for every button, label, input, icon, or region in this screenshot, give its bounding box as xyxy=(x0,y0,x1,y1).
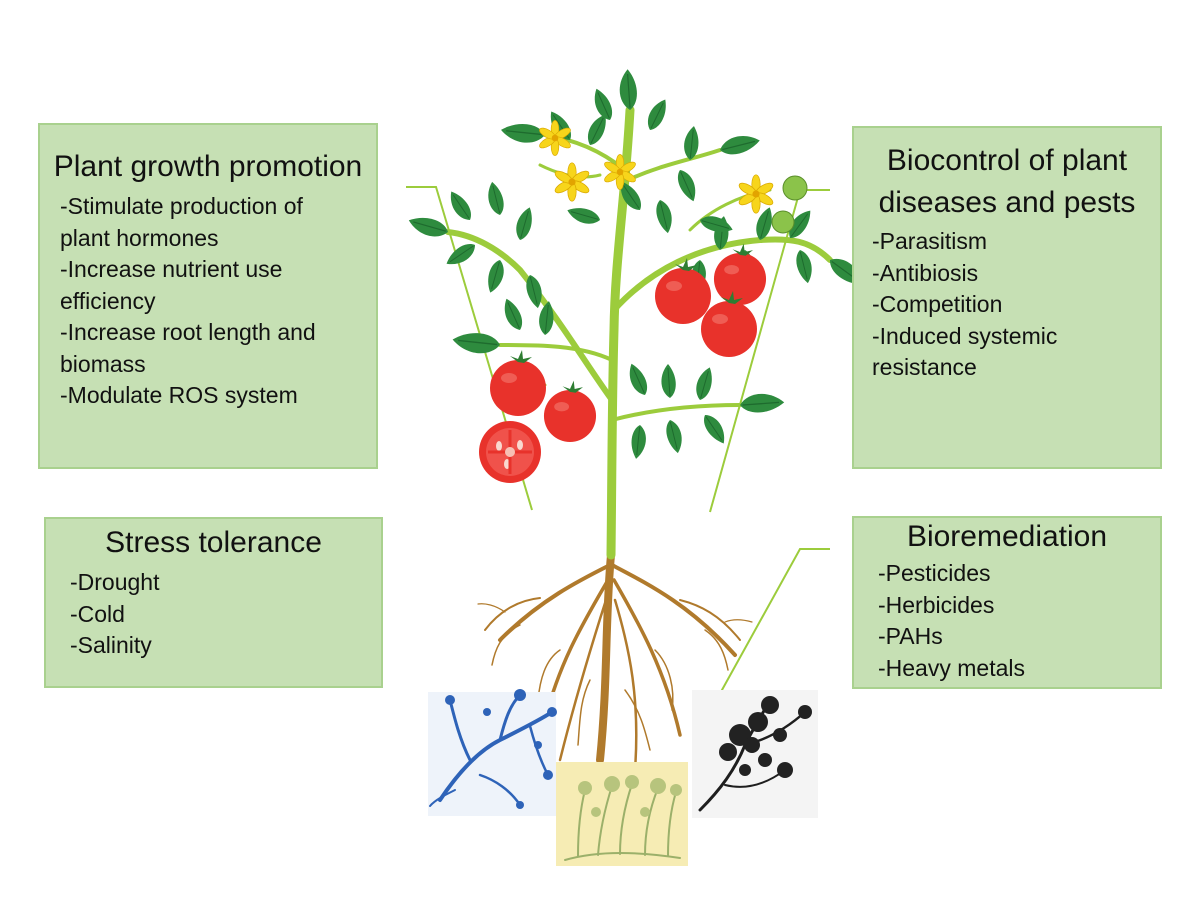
list-item: -Heavy metals xyxy=(878,654,1025,681)
list-item: -Pesticides xyxy=(878,560,991,586)
box-title: Biocontrol of plant diseases and pests xyxy=(878,144,1136,219)
list-item: plant hormones xyxy=(60,224,219,251)
box-list: -Pesticides -Herbicides -PAHs -Heavy met… xyxy=(854,556,1160,684)
list-item: -Salinity xyxy=(70,632,152,658)
list-item: -Competition xyxy=(872,291,1003,317)
bioremediation-box: Bioremediation -Pesticides -Herbicides -… xyxy=(852,516,1162,689)
box-title: Stress tolerance xyxy=(105,526,322,559)
list-item: -Drought xyxy=(70,569,160,595)
list-item: -Stimulate production of xyxy=(60,193,303,219)
stems xyxy=(445,105,833,560)
list-item: biomass xyxy=(60,350,146,377)
list-item: -Herbicides xyxy=(878,591,995,618)
box-title: Bioremediation xyxy=(906,520,1108,553)
box-list: -Stimulate production of plant hormones … xyxy=(40,189,376,412)
micrograph-yellow xyxy=(556,762,688,866)
list-item: -Parasitism xyxy=(872,228,988,254)
stress-tolerance-box: Stress tolerance -Drought -Cold -Salinit… xyxy=(44,517,383,688)
micrograph-blue xyxy=(428,689,557,816)
list-item: efficiency xyxy=(60,287,156,314)
micrograph-gray xyxy=(692,690,818,818)
leaves xyxy=(405,68,869,461)
box-list: -Drought -Cold -Salinity xyxy=(46,565,381,662)
list-item: -Increase root length and xyxy=(60,319,316,345)
list-item: resistance xyxy=(872,354,977,380)
list-item: -Modulate ROS system xyxy=(60,382,298,408)
list-item: -PAHs xyxy=(878,623,943,649)
plant-growth-promotion-box: Plant growth promotion -Stimulate produc… xyxy=(38,123,378,469)
roots xyxy=(477,551,753,772)
list-item: -Antibiosis xyxy=(872,259,979,286)
list-item: -Induced systemic xyxy=(872,322,1058,349)
tomatoes xyxy=(479,175,808,483)
biocontrol-box: Biocontrol of plant diseases and pests -… xyxy=(852,126,1162,469)
list-item: -Cold xyxy=(70,600,125,627)
list-item: -Increase nutrient use xyxy=(60,256,283,282)
box-title: Plant growth promotion xyxy=(53,150,363,183)
box-list: -Parasitism -Antibiosis -Competition -In… xyxy=(854,224,1160,384)
